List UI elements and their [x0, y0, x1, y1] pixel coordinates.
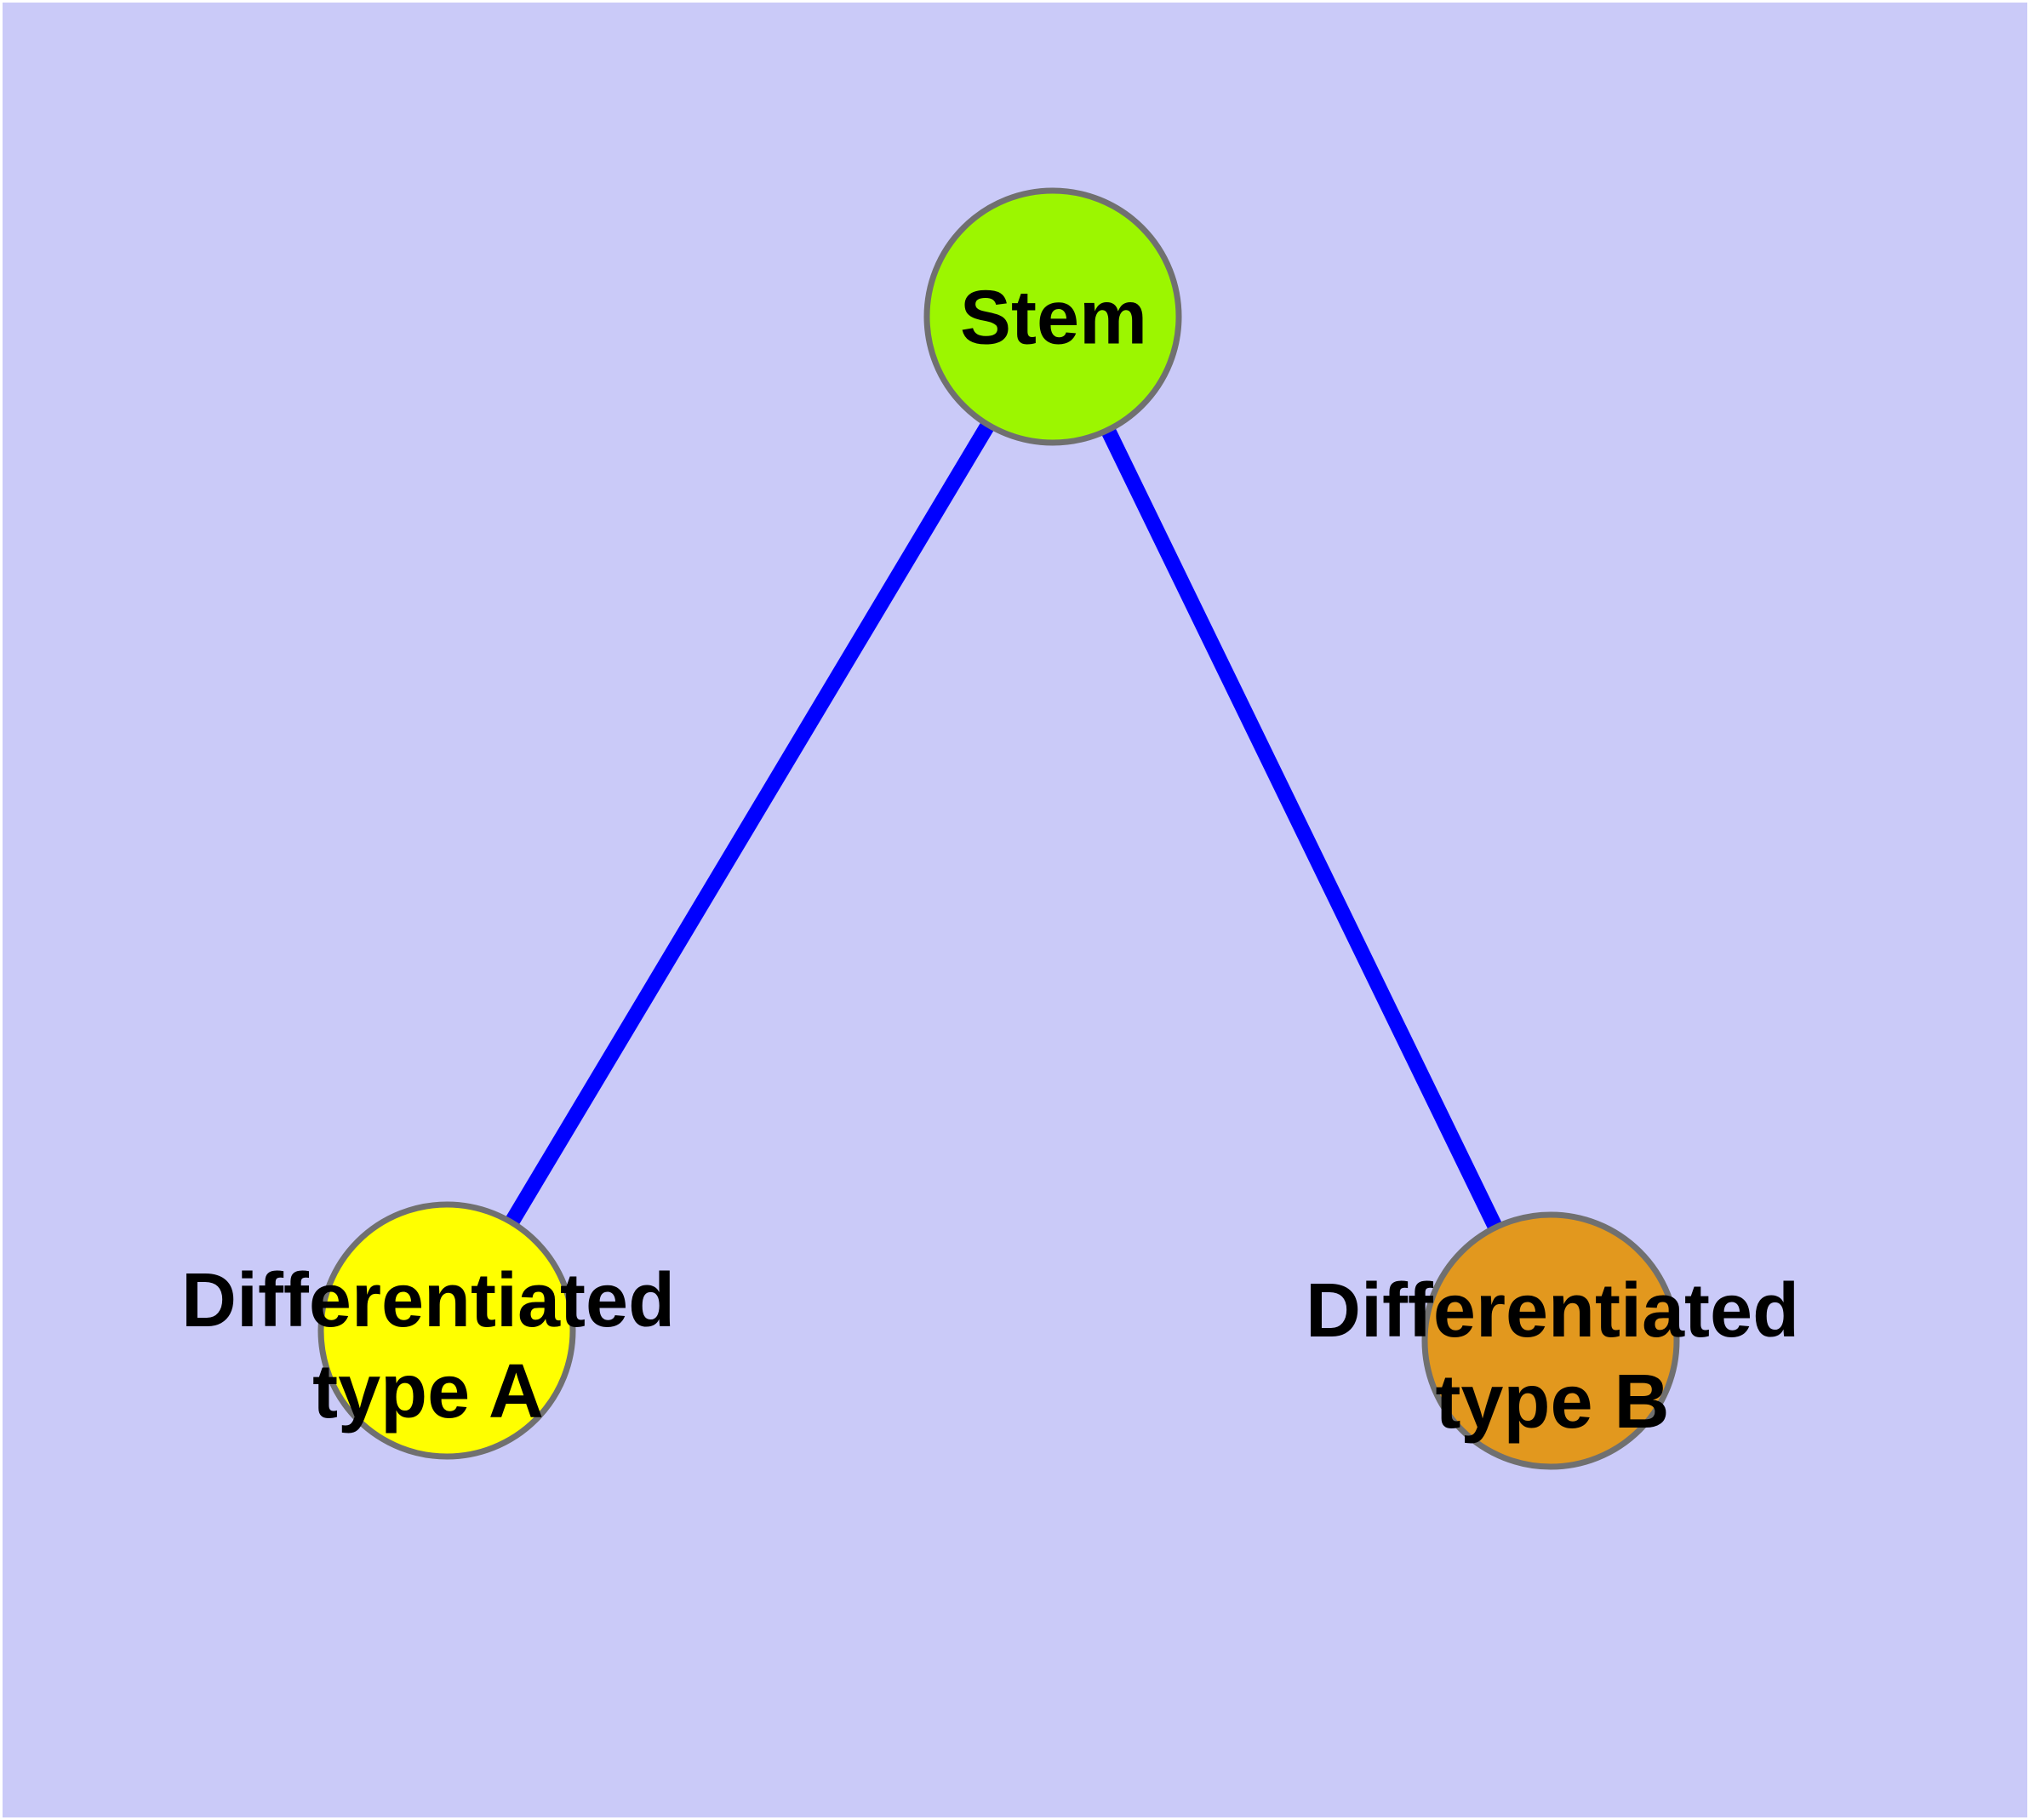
node-type-a-label-line2: type A — [312, 1349, 544, 1434]
node-stem-circle — [923, 187, 1182, 446]
node-stem-label: Stem — [960, 273, 1147, 364]
node-type-a-label-line1: Differentiated — [180, 1258, 676, 1343]
node-type-b-label-line2: type B — [1435, 1359, 1670, 1445]
node-type-b-label-line1: Differentiated — [1305, 1268, 1800, 1354]
node-type-a-circle — [317, 1201, 576, 1460]
node-type-b-label: Differentiated type B — [1306, 1266, 1799, 1448]
node-stem-label-text: Stem — [959, 275, 1148, 361]
edge-stem-to-type-a — [440, 312, 1060, 1335]
node-type-a-label: Differentiated type A — [181, 1256, 675, 1438]
node-type-b-circle — [1421, 1211, 1680, 1470]
edge-stem-to-type-b — [1045, 313, 1558, 1344]
